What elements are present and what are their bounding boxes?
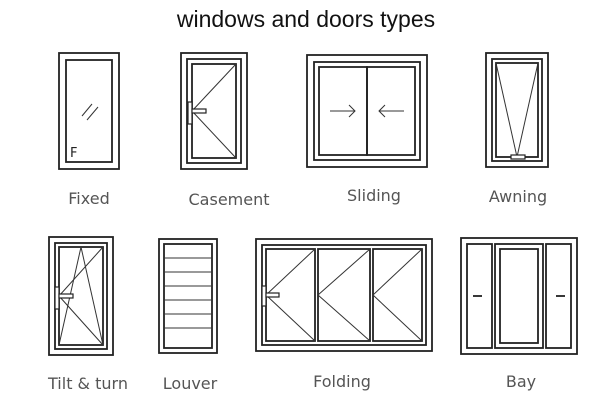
label-fixed: Fixed: [68, 189, 110, 208]
label-casement: Casement: [188, 190, 270, 209]
label-awning: Awning: [488, 187, 548, 206]
casement-window-icon: [180, 52, 248, 170]
folding-handle-icon: [261, 285, 267, 307]
louver-window-icon: [158, 238, 218, 354]
tilt-turn-window-icon: [48, 236, 114, 356]
fixed-window-icon: F: [58, 52, 120, 170]
label-folding: Folding: [313, 372, 371, 391]
label-tilt-turn: Tilt & turn: [48, 374, 128, 393]
sliding-window-icon: [306, 54, 428, 168]
label-louver: Louver: [162, 374, 218, 393]
awning-window-icon: [485, 52, 549, 168]
page-title: windows and doors types: [176, 6, 436, 32]
folding-door-icon: [255, 238, 433, 352]
label-sliding: Sliding: [347, 186, 401, 205]
bay-window-icon: [460, 237, 578, 355]
awning-handle-icon: [510, 154, 526, 160]
casement-handle-icon: [187, 101, 193, 125]
fixed-mark: F: [70, 146, 77, 161]
label-bay: Bay: [505, 372, 537, 391]
